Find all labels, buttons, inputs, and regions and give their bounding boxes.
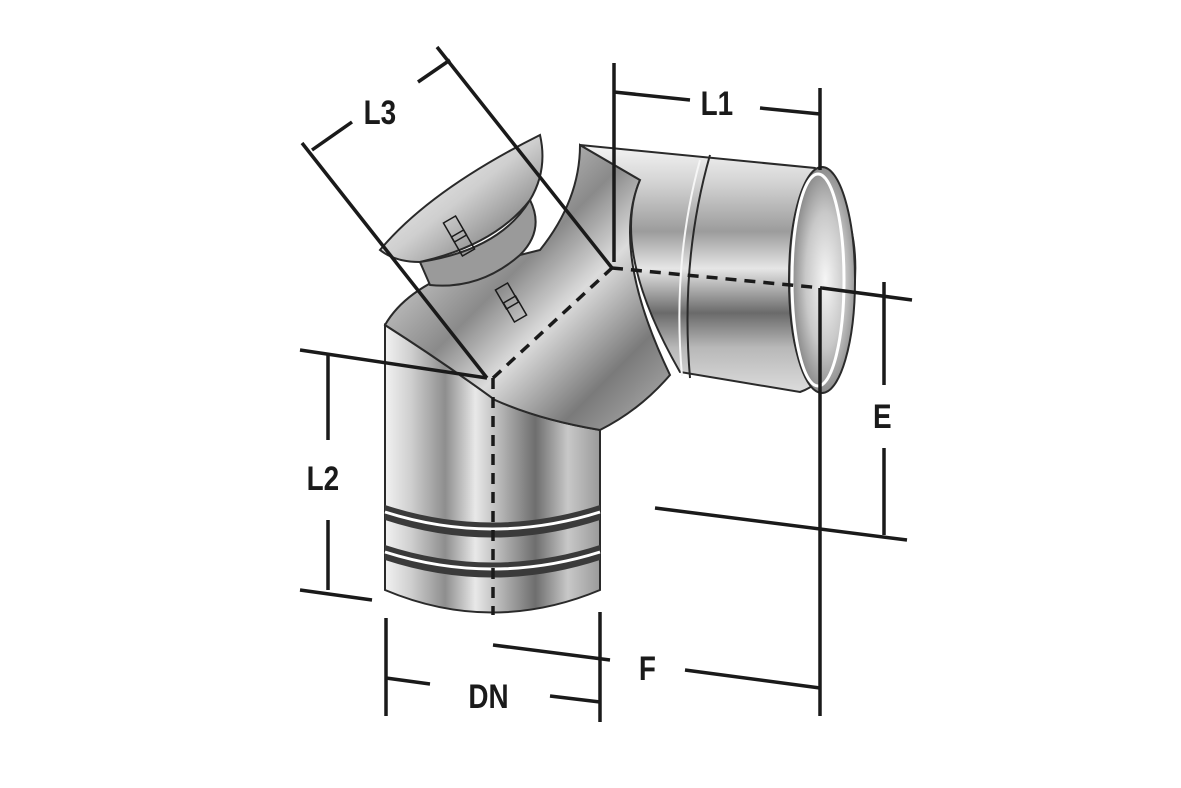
lower-sleeve-band-2 [385, 545, 600, 578]
dimension-label-l1: L1 [700, 85, 734, 123]
dimension-label-e: E [873, 398, 892, 436]
lower-sleeve-band [385, 505, 600, 538]
middle-angled-segment [383, 143, 672, 432]
inspection-hatch [378, 133, 544, 264]
dimension-label-l2: L2 [306, 460, 340, 498]
body-clip [494, 281, 520, 311]
hatch-clip [442, 214, 468, 244]
dimension-label-dn: DN [468, 678, 509, 716]
centerlines [491, 266, 823, 615]
pipe-opening [788, 166, 856, 394]
dimension-label-l3: L3 [363, 94, 397, 132]
dimension-lines [299, 45, 913, 722]
dimension-label-f: F [638, 650, 656, 688]
elbow-pipe [378, 133, 857, 614]
